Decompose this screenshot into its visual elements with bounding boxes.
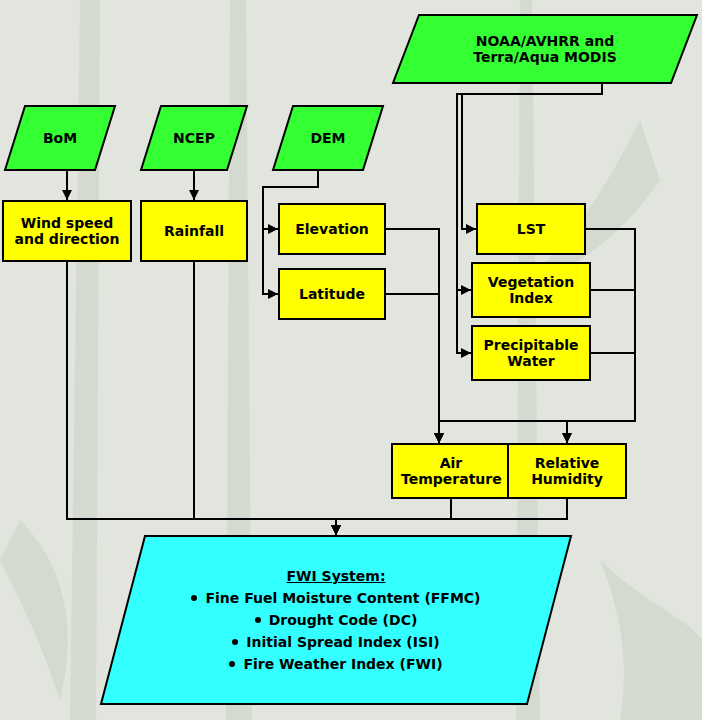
- arrow-connector: [439, 229, 635, 443]
- bullet-dot: [191, 595, 197, 601]
- text-row: Fine Fuel Moisture Content (FFMC): [191, 590, 480, 606]
- node-label: Precipitable Water: [481, 337, 581, 369]
- variable-box: Air Temperature: [391, 443, 511, 499]
- node-label: DEM: [310, 130, 345, 146]
- bullet-dot: [255, 617, 261, 623]
- text-row: BoM: [43, 130, 77, 146]
- node-label: Rainfall: [164, 223, 224, 239]
- bullet-dot: [229, 661, 235, 667]
- text-row: Rainfall: [164, 223, 224, 239]
- text-row: Latitude: [299, 286, 365, 302]
- text-row: Fire Weather Index (FWI): [229, 656, 442, 672]
- node-label: NOAA/AVHRR and Terra/Aqua MODIS: [445, 33, 645, 65]
- list-item: Fire Weather Index (FWI): [243, 656, 442, 672]
- arrow-connector: [193, 171, 195, 200]
- variable-box: Latitude: [278, 268, 386, 320]
- node-label: Latitude: [299, 286, 365, 302]
- variable-box: Precipitable Water: [471, 325, 591, 381]
- node-label: NCEP: [173, 130, 215, 146]
- text-row: Drought Code (DC): [255, 612, 418, 628]
- list-item: Initial Spread Index (ISI): [246, 634, 439, 650]
- node-label: LST: [517, 221, 546, 237]
- text-row: DEM: [310, 130, 345, 146]
- arrow-connector: [336, 499, 451, 535]
- node-label: Wind speed and direction: [12, 215, 122, 247]
- variable-box: Relative Humidity: [507, 443, 627, 499]
- bullet-dot: [232, 639, 238, 645]
- data-source: BoM: [4, 105, 116, 171]
- list-item: Drought Code (DC): [269, 612, 418, 628]
- text-row: LST: [517, 221, 546, 237]
- data-source: NCEP: [140, 105, 248, 171]
- text-row: Air Temperature: [401, 455, 501, 487]
- text-row: Initial Spread Index (ISI): [232, 634, 439, 650]
- text-row: NCEP: [173, 130, 215, 146]
- variable-box: Wind speed and direction: [2, 200, 132, 262]
- variable-box: LST: [476, 203, 586, 255]
- text-row: Precipitable Water: [481, 337, 581, 369]
- node-label: BoM: [43, 130, 77, 146]
- list-item: Fine Fuel Moisture Content (FFMC): [205, 590, 480, 606]
- variable-box: Rainfall: [140, 200, 248, 262]
- arrow-connector: [386, 229, 439, 443]
- arrow-connector: [457, 84, 602, 353]
- data-source: DEM: [272, 105, 384, 171]
- text-row: Wind speed and direction: [12, 215, 122, 247]
- node-label: Relative Humidity: [517, 455, 617, 487]
- variable-box: Vegetation Index: [471, 262, 591, 318]
- output-parallelogram: FWI System: Fine Fuel Moisture Content (F…: [100, 535, 572, 705]
- text-row: Vegetation Index: [481, 274, 581, 306]
- variable-box: Elevation: [278, 203, 386, 255]
- arrow-connector: [336, 499, 567, 535]
- arrow-connector: [386, 294, 439, 443]
- arrow-connector: [457, 84, 602, 290]
- node-label: Vegetation Index: [481, 274, 581, 306]
- node-label: Air Temperature: [401, 455, 501, 487]
- node-label: Elevation: [295, 221, 369, 237]
- data-source: NOAA/AVHRR and Terra/Aqua MODIS: [392, 14, 698, 84]
- heading-text: FWI System:: [286, 568, 385, 584]
- arrow-connector: [66, 171, 68, 200]
- text-row: Elevation: [295, 221, 369, 237]
- text-row: Relative Humidity: [517, 455, 617, 487]
- text-row: FWI System:: [286, 568, 385, 584]
- text-row: NOAA/AVHRR and Terra/Aqua MODIS: [445, 33, 645, 65]
